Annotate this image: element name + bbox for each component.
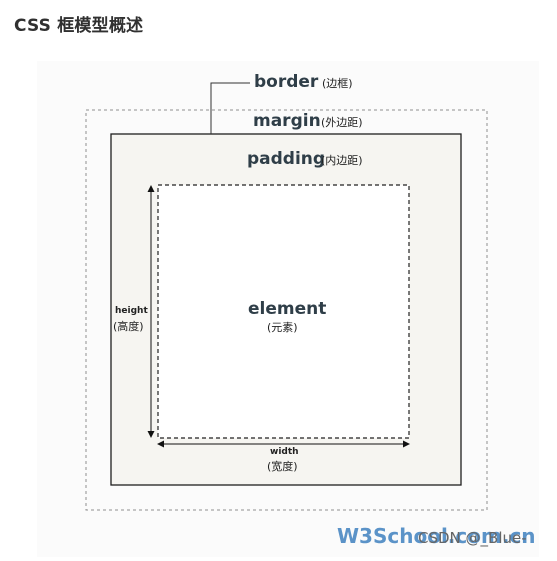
width-note: (宽度): [267, 460, 298, 473]
page-title: CSS 框模型概述: [14, 16, 144, 36]
border-label: border: [254, 72, 319, 92]
border-callout-line: [210, 82, 250, 134]
w3school-logo: W3School.com.cn: [337, 524, 536, 548]
border-note: (边框): [322, 77, 353, 90]
element-label: element: [248, 299, 327, 319]
width-label: width: [270, 447, 299, 457]
padding-label: padding: [247, 149, 326, 169]
padding-note: (内边距): [321, 154, 363, 167]
height-label: height: [115, 306, 148, 316]
csdn-watermark: CSDN @_Blue-: [418, 529, 527, 547]
margin-box: [85, 109, 488, 511]
element-note: (元素): [267, 321, 298, 334]
content-box: [157, 184, 410, 439]
margin-note: (外边距): [321, 116, 363, 129]
margin-label: margin: [253, 111, 321, 131]
height-note: (高度): [113, 320, 144, 333]
